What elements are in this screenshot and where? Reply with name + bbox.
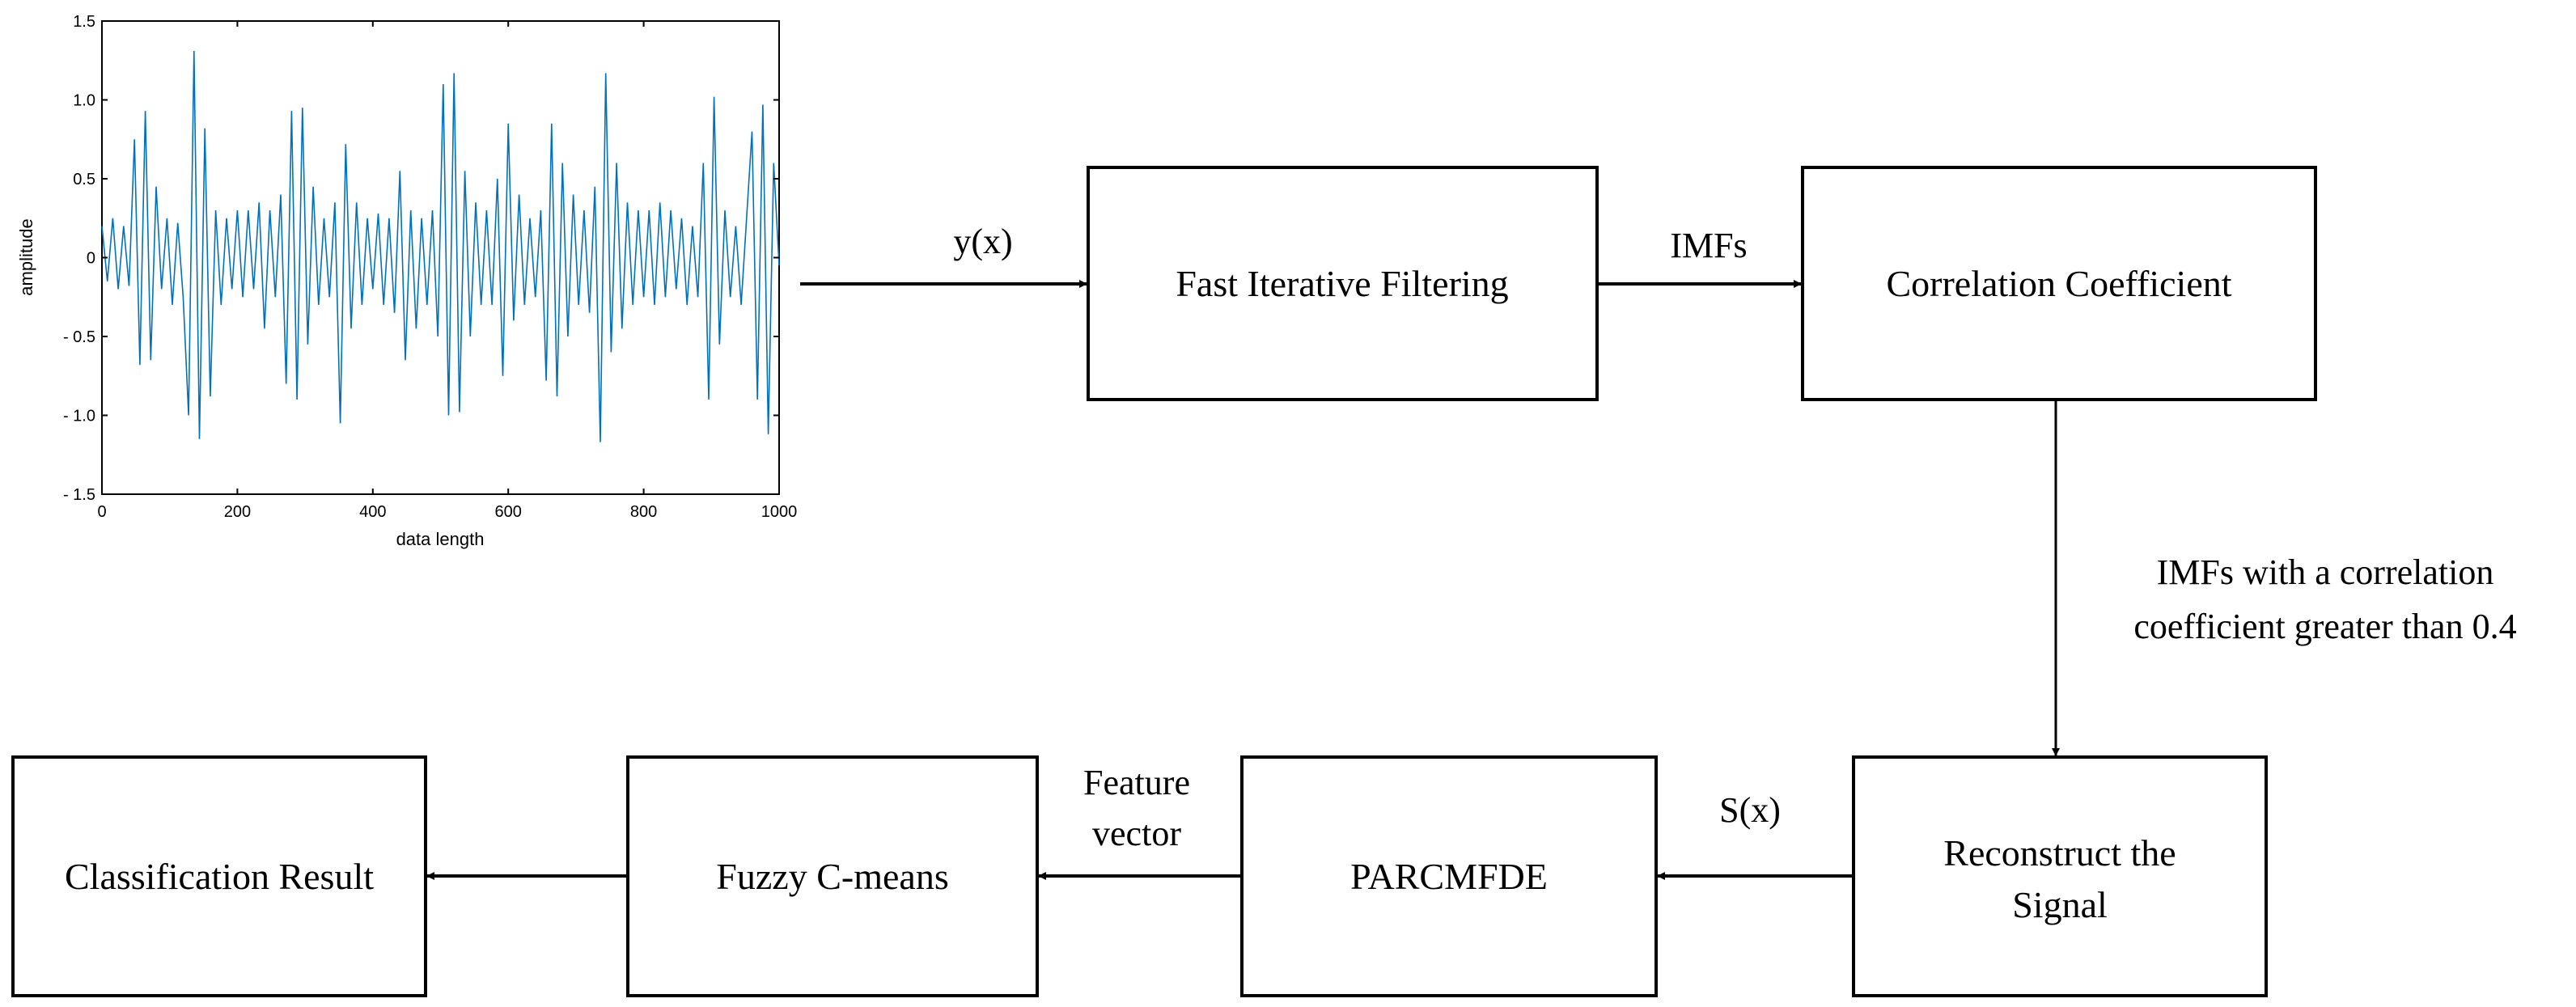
signal-line: [101, 50, 780, 442]
node-label: Fuzzy C-means: [716, 856, 948, 897]
y-tick-label: 1.0: [73, 92, 95, 110]
signal-series: [101, 50, 780, 442]
edge-label-selected-line2: coefficient greater than 0.4: [2133, 607, 2516, 646]
x-tick-label: 1000: [761, 503, 798, 521]
x-tick-label: 200: [224, 503, 251, 521]
y-tick-label: - 1.0: [63, 408, 95, 425]
x-axis-label: data length: [396, 529, 485, 549]
edge-label-feature-line1: Feature: [1083, 763, 1190, 802]
node-reconstruct-signal: Reconstruct the Signal: [1852, 755, 2268, 997]
node-classification-result: Classification Result: [11, 755, 427, 997]
node-label: Classification Result: [65, 856, 374, 897]
y-tick-label: 1.5: [73, 13, 95, 31]
node-label-line2: Signal: [2012, 884, 2108, 925]
y-tick-label: - 1.5: [63, 486, 95, 504]
node-label: Fast Iterative Filtering: [1176, 263, 1508, 304]
y-axis-label: amplitude: [16, 218, 36, 295]
edge-label-sx: S(x): [1719, 790, 1781, 830]
edge-label-imfs: IMFs: [1670, 226, 1747, 265]
x-tick-labels: 0 200 400 600 800 1000: [97, 503, 797, 521]
edge-label-input: y(x): [953, 222, 1012, 261]
plot-frame: [101, 20, 780, 495]
y-tick-labels: - 1.5 - 1.0 - 0.5 0 0.5 1.0 1.5: [63, 13, 95, 504]
node-correlation-coefficient: Correlation Coefficient: [1801, 166, 2317, 401]
node-fuzzy-c-means: Fuzzy C-means: [626, 755, 1039, 997]
node-parcmfde: PARCMFDE: [1240, 755, 1658, 997]
edge-label-feature-line2: vector: [1092, 814, 1181, 853]
y-tick-label: 0: [87, 250, 95, 268]
node-fast-iterative-filtering: Fast Iterative Filtering: [1087, 166, 1599, 401]
axis-ticks: [101, 20, 780, 495]
edge-label-selected-line1: IMFs with a correlation: [2157, 552, 2494, 592]
x-tick-label: 600: [495, 503, 522, 521]
x-tick-label: 0: [97, 503, 106, 521]
y-tick-label: 0.5: [73, 171, 95, 188]
y-tick-label: - 0.5: [63, 328, 95, 346]
node-label: Correlation Coefficient: [1886, 263, 2231, 304]
node-label: PARCMFDE: [1350, 856, 1548, 897]
node-label-line1: Reconstruct the: [1943, 832, 2176, 874]
signal-chart: - 1.5 - 1.0 - 0.5 0 0.5 1.0 1.5 0 200 40…: [16, 13, 797, 549]
x-tick-label: 400: [359, 503, 386, 521]
x-tick-label: 800: [630, 503, 657, 521]
